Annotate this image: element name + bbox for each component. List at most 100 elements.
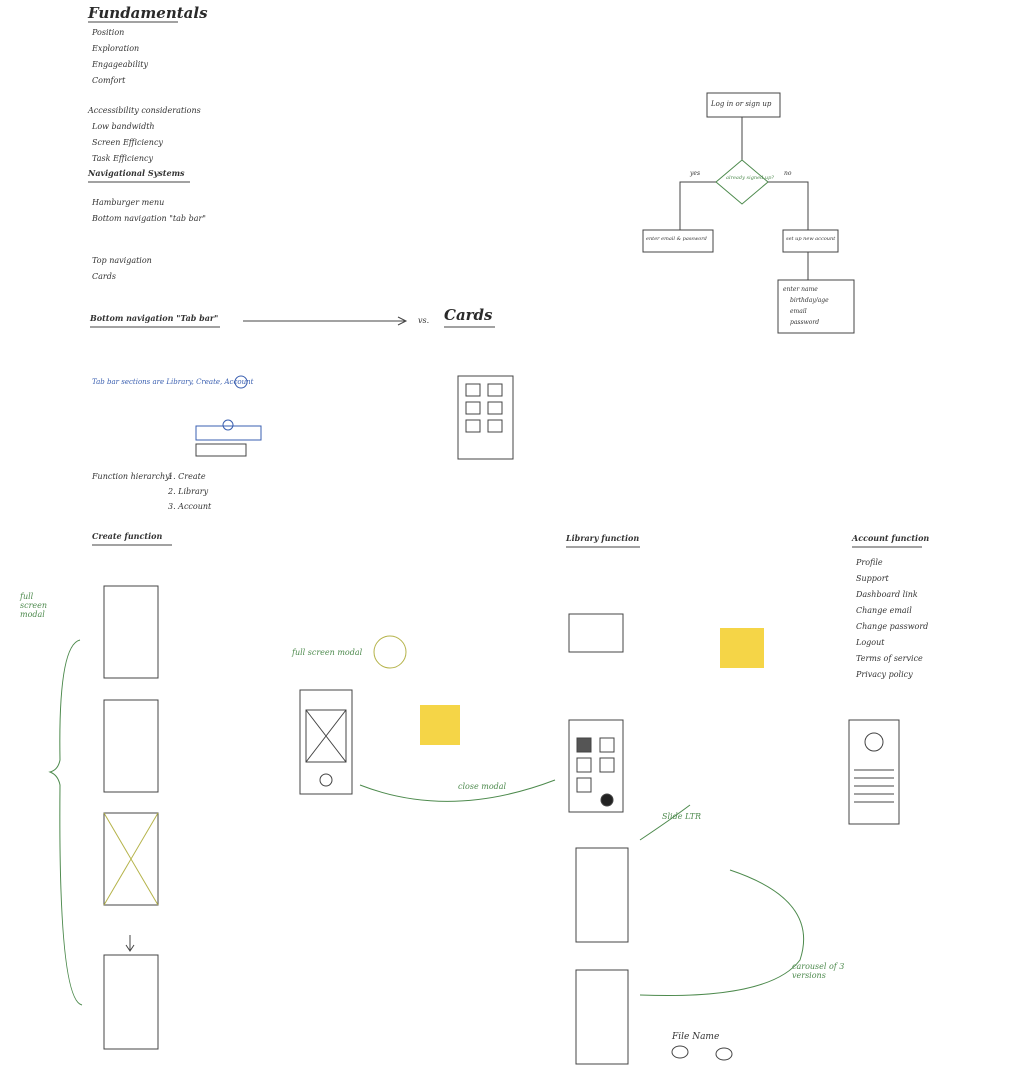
cards-phone-sketch — [457, 375, 514, 460]
account-item: Support — [856, 574, 889, 583]
account-item: Logout — [856, 638, 885, 647]
heading-bottom-navigation: Bottom navigation "Tab bar" — [90, 313, 219, 323]
fundamentals-item: Position — [92, 28, 125, 37]
flow-signup-label: set up new account — [786, 236, 836, 242]
vs-label: vs. — [418, 316, 430, 325]
circled-create — [234, 375, 248, 389]
flow-start-label: Log in or sign up — [711, 100, 772, 108]
flow-field: birthday/age — [790, 297, 829, 304]
account-item: Profile — [856, 558, 883, 567]
sketch-card — [487, 383, 503, 397]
flow-start-box — [706, 92, 781, 118]
nav-item: Hamburger menu — [92, 198, 165, 207]
camera-view — [305, 709, 347, 763]
create-camera-phone — [299, 689, 353, 795]
tab-bar-note: Tab bar sections are Library, Create, Ac… — [92, 378, 254, 386]
sketch-card — [465, 419, 481, 433]
bracket — [48, 639, 83, 1006]
sketch-card — [487, 401, 503, 415]
camera-placeholder-x — [305, 709, 347, 763]
flow-arrow — [639, 804, 691, 841]
sketch-shape — [671, 1045, 689, 1059]
nav-item: Top navigation — [92, 256, 152, 265]
down-arrow — [125, 935, 135, 952]
sticky-note — [720, 628, 764, 668]
full-screen-modal-note: full screen modal — [20, 592, 48, 619]
create-phone-1 — [103, 585, 159, 679]
grid-thumb — [599, 757, 615, 773]
heading-create-function: Create function — [92, 531, 163, 541]
library-viewer-phone — [575, 969, 629, 1065]
flow-arrow-curve — [639, 869, 805, 997]
heading-navigational-systems: Navigational Systems — [88, 168, 185, 178]
grid-thumb — [599, 737, 615, 753]
sketch-shape — [715, 1047, 733, 1061]
flow-field: email — [790, 308, 807, 315]
library-grid-phone — [568, 719, 624, 813]
account-item: Privacy policy — [856, 670, 913, 679]
carousel-note: carousel of 3 versions — [792, 962, 845, 980]
crossed-out-mark — [103, 812, 159, 906]
fundamentals-item: Engageability — [92, 60, 149, 69]
circled-note — [373, 635, 407, 669]
flow-no: no — [784, 170, 792, 177]
results-modal-note: full screen modal — [292, 648, 363, 657]
grid-thumb — [576, 737, 592, 753]
account-item: Dashboard link — [856, 590, 918, 599]
heading-cards: Cards — [444, 306, 493, 324]
legibility-item: Task Efficiency — [92, 154, 153, 163]
create-phone-3 — [103, 812, 159, 906]
fundamentals-item: Exploration — [92, 44, 140, 53]
close-modal-note: close modal — [458, 782, 507, 791]
legibility-item: Accessibility considerations — [88, 106, 201, 115]
flow-arrow-to-library — [359, 779, 556, 802]
create-phone-4 — [103, 954, 159, 1050]
library-detail-phone — [575, 847, 629, 943]
hierarchy-item: 1. Create — [168, 472, 206, 481]
nav-item: Cards — [92, 272, 116, 281]
nav-item: Bottom navigation "tab bar" — [92, 214, 206, 223]
file-name-label: File Name — [672, 1032, 720, 1042]
flow-decision — [715, 159, 769, 205]
sticky-note — [420, 705, 460, 745]
account-item: Change email — [856, 606, 912, 615]
account-phone — [848, 719, 900, 825]
hierarchy-label: Function hierarchy: — [92, 472, 173, 481]
create-phone-2 — [103, 699, 159, 793]
flow-signup-box — [782, 229, 839, 253]
heading-account-function: Account function — [852, 533, 930, 543]
grid-fab — [600, 793, 614, 807]
heading-library-function: Library function — [566, 533, 640, 543]
flow-login-label: enter email & password — [646, 236, 707, 242]
account-item: Change password — [856, 622, 929, 631]
shutter-button — [319, 773, 333, 787]
library-card-sketch — [568, 613, 624, 653]
tabbar-sketch-dot — [222, 419, 234, 431]
legibility-item: Screen Efficiency — [92, 138, 163, 147]
flow-field: enter name — [783, 286, 818, 293]
account-item: Terms of service — [856, 654, 923, 663]
slide-ltr-note: Slide LTR — [662, 812, 702, 821]
menu-lines — [854, 769, 894, 803]
flow-fields-box — [777, 279, 855, 334]
sketch-card — [465, 401, 481, 415]
flow-decision-label: already signed up? — [726, 175, 774, 181]
flow-field: password — [790, 319, 820, 326]
flow-yes: yes — [690, 170, 701, 177]
legibility-item: Low bandwidth — [92, 122, 155, 131]
tabbar-sketch — [195, 443, 247, 457]
flow-login-box — [642, 229, 714, 253]
heading-fundamentals: Fundamentals — [88, 4, 208, 22]
flow-connector — [679, 181, 716, 230]
vs-arrow — [243, 316, 408, 326]
hierarchy-item: 2. Library — [168, 487, 209, 496]
grid-thumb — [576, 757, 592, 773]
sketch-card — [465, 383, 481, 397]
tabbar-sketch — [195, 425, 262, 441]
flow-connector — [768, 181, 809, 230]
grid-thumb — [576, 777, 592, 793]
sketch-card — [487, 419, 503, 433]
fundamentals-item: Comfort — [92, 76, 126, 85]
hierarchy-item: 3. Account — [168, 502, 212, 511]
